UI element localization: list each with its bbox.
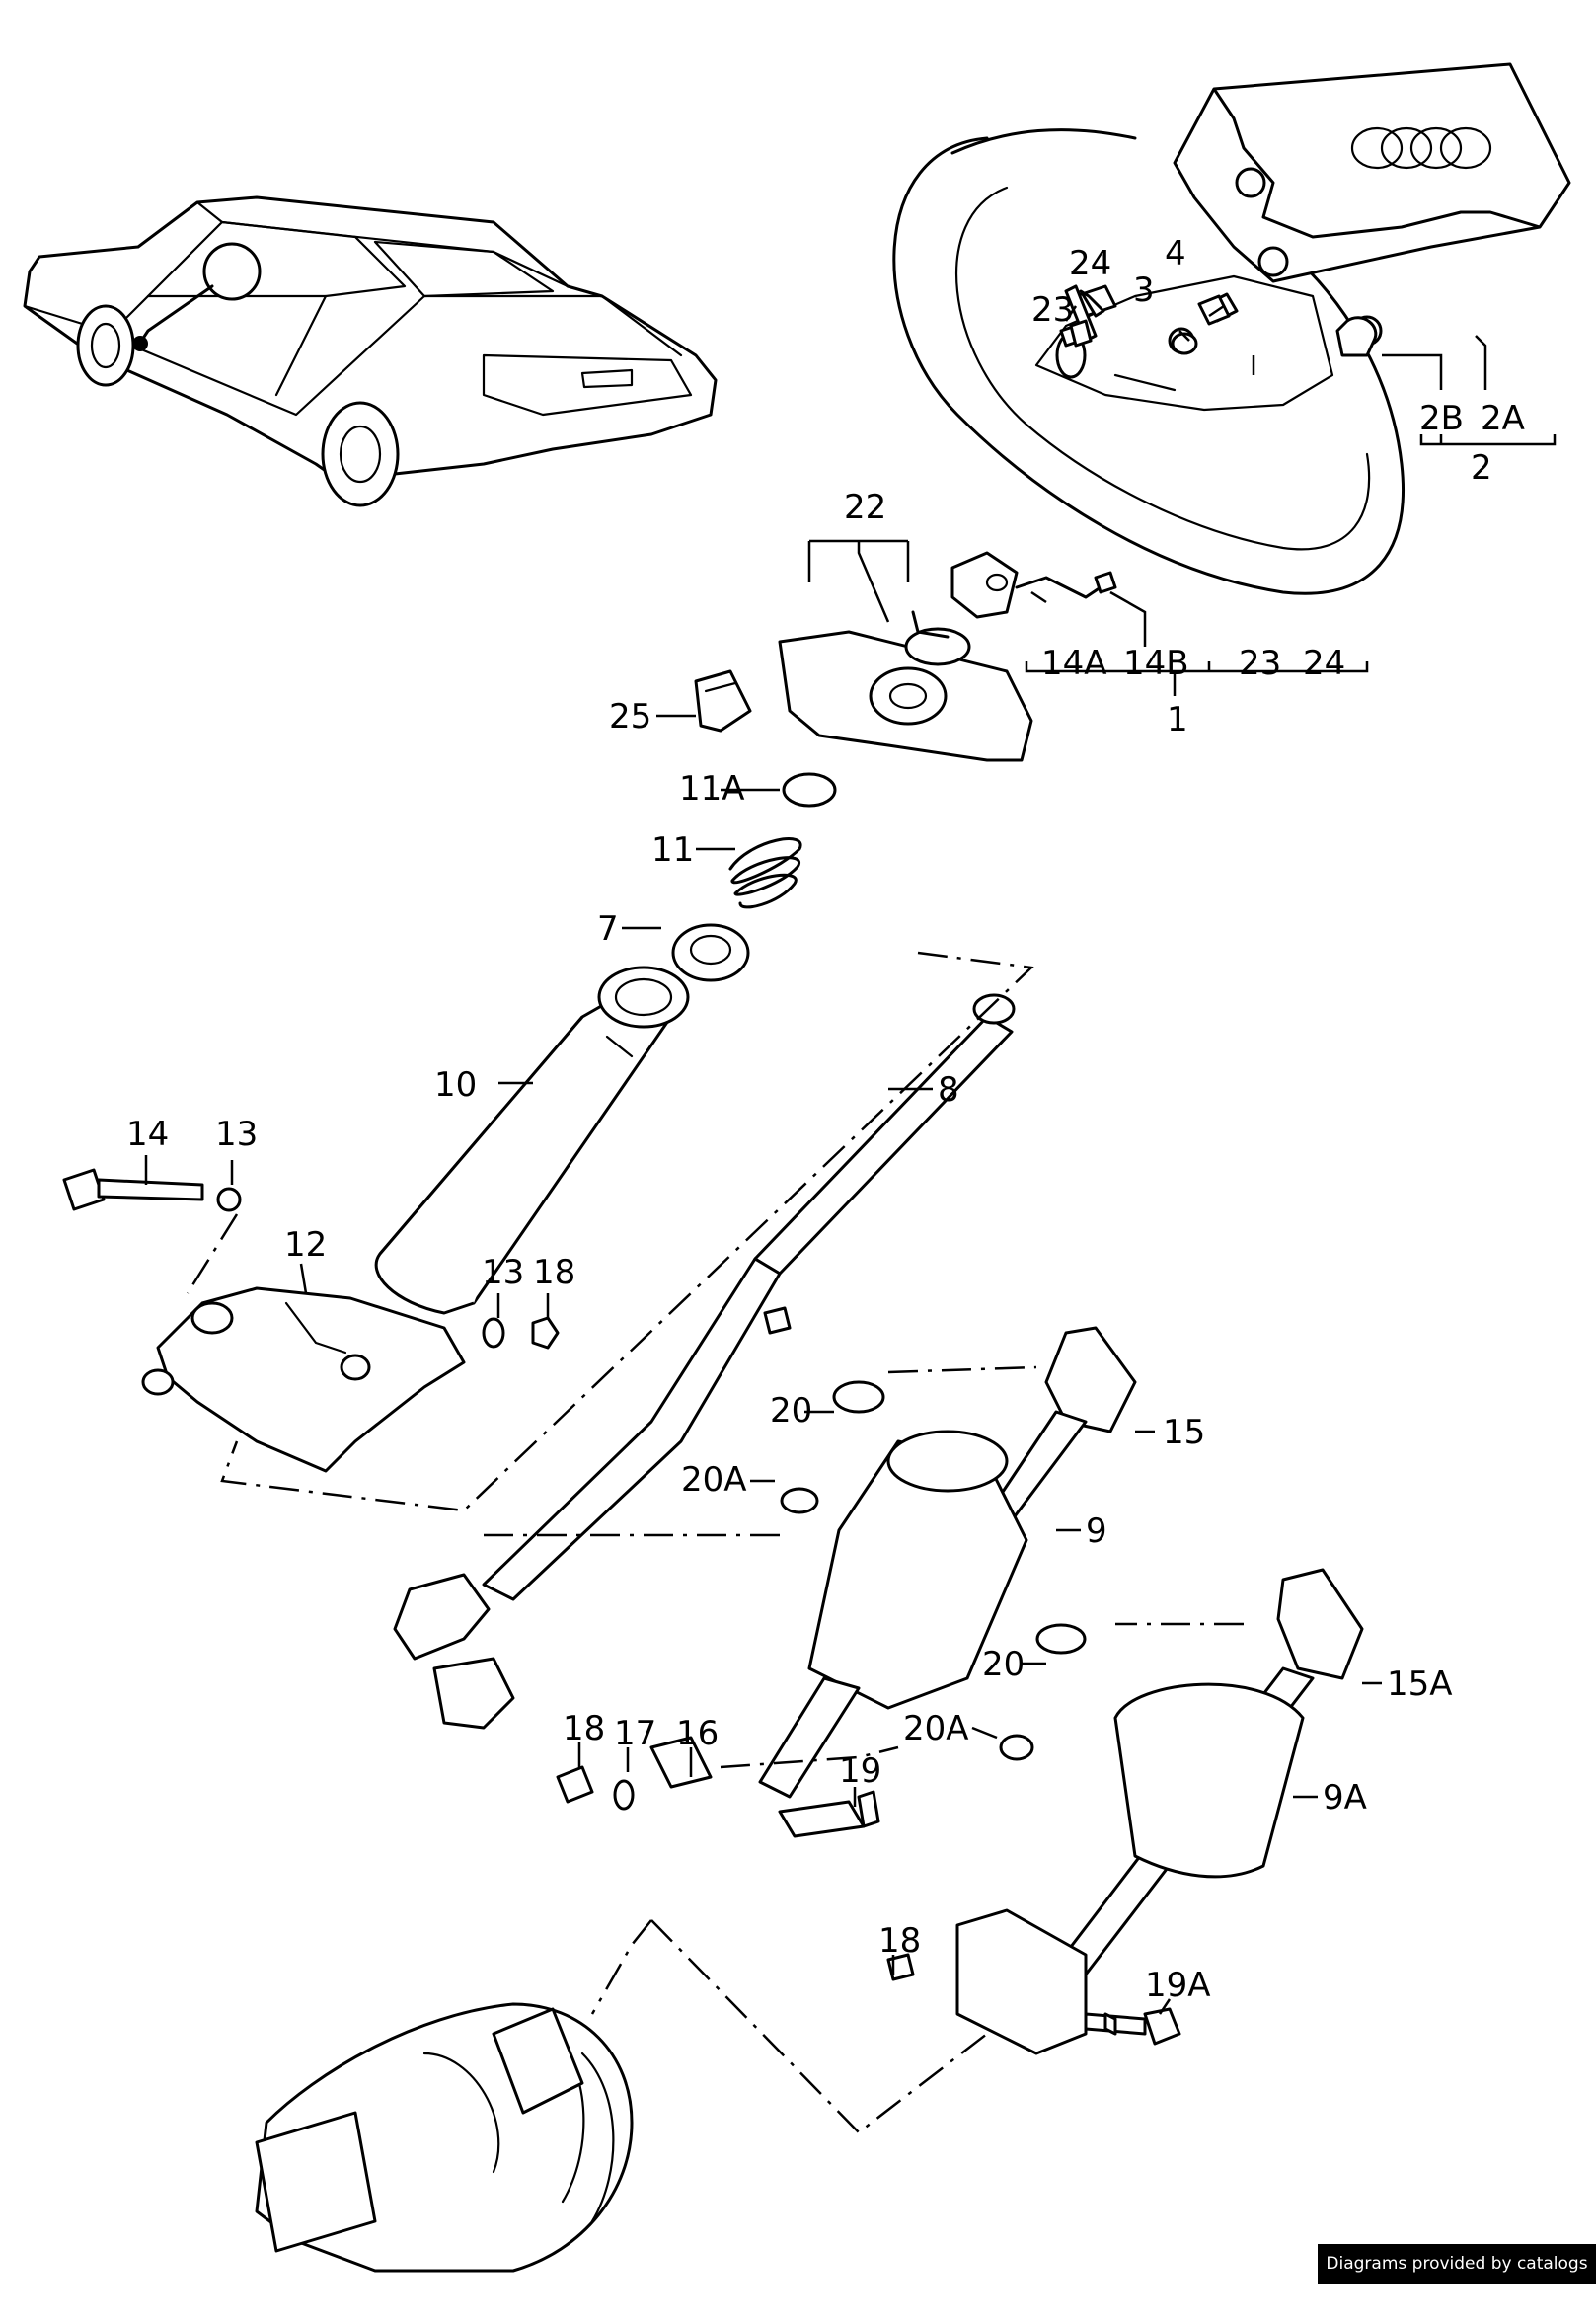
label-10: 10 [434, 1065, 477, 1105]
part-labels: 2B 2A 2 24 23 4 3 22 14A 14B 23 24 1 25 … [126, 234, 1525, 2005]
label-23-top: 23 [1031, 290, 1074, 330]
label-20-lower: 20 [982, 1645, 1025, 1684]
diagram-credit: Diagrams provided by catalogs parts [1318, 2244, 1596, 2313]
spring-and-bearing [671, 772, 837, 982]
label-18-mid: 18 [533, 1253, 575, 1292]
label-4: 4 [1165, 234, 1186, 273]
label-19a: 19A [1145, 1966, 1211, 2005]
label-1: 1 [1167, 700, 1188, 739]
steering-hub-assembly [694, 551, 1117, 762]
label-18-bottom: 18 [878, 1921, 921, 1961]
label-13-left: 13 [215, 1115, 258, 1154]
label-14a: 14A [1041, 644, 1107, 683]
assembly-dash-lines [186, 951, 1244, 2134]
label-15a: 15A [1387, 1665, 1453, 1704]
lower-shaft-assembly [758, 1326, 1137, 1799]
alt-lower-shaft [955, 1568, 1364, 2055]
main-shaft [393, 993, 1016, 1730]
label-14b: 14B [1123, 644, 1189, 683]
label-3: 3 [1133, 271, 1155, 310]
steering-gear-boot [255, 1736, 880, 2273]
label-18-lower: 18 [563, 1709, 605, 1748]
hardware-fasteners [62, 284, 1231, 2036]
label-14: 14 [126, 1115, 169, 1154]
bracket [141, 1286, 466, 1473]
label-20a-lower: 20A [903, 1709, 969, 1748]
label-19: 19 [839, 1751, 881, 1791]
label-2a: 2A [1481, 399, 1525, 438]
label-8: 8 [938, 1070, 959, 1110]
label-24-hub: 24 [1303, 644, 1345, 683]
label-13-mid: 13 [482, 1253, 524, 1292]
label-12: 12 [284, 1225, 327, 1265]
label-22: 22 [844, 488, 886, 527]
label-2: 2 [1471, 448, 1492, 488]
label-11a: 11A [679, 769, 745, 809]
leader-lines [144, 304, 1557, 2015]
steering-wheel-assembly [892, 62, 1571, 595]
car-illustration [23, 195, 718, 507]
label-25: 25 [609, 697, 651, 736]
label-17: 17 [614, 1714, 656, 1753]
label-9a: 9A [1323, 1778, 1367, 1818]
label-7: 7 [597, 909, 619, 949]
label-20a-upper: 20A [681, 1460, 747, 1500]
label-15: 15 [1163, 1413, 1205, 1452]
label-20-upper: 20 [770, 1391, 812, 1431]
label-24-top: 24 [1069, 244, 1111, 283]
label-23-hub: 23 [1239, 644, 1281, 683]
column-tube [374, 966, 690, 1315]
label-11: 11 [651, 830, 694, 870]
label-16: 16 [676, 1714, 719, 1753]
label-2b: 2B [1419, 399, 1464, 438]
label-9: 9 [1086, 1511, 1107, 1551]
